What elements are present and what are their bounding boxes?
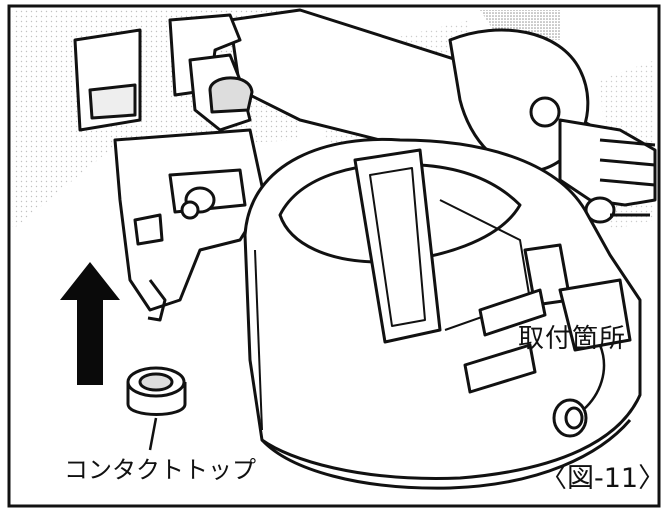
nose-assembly: [73, 13, 267, 322]
install-leader-line: [582, 344, 606, 411]
figure-frame: [7, 4, 661, 508]
magazine-drum: [243, 137, 642, 490]
figure-number-label: 〈図-11〉: [540, 463, 666, 494]
contact-top-leader-line: [148, 417, 158, 451]
up-arrow-icon: [60, 262, 120, 385]
contact-top-label: コンタクトトップ: [64, 456, 256, 484]
install-location-label: 取付箇所: [518, 324, 627, 354]
contact-top-part: [126, 366, 187, 416]
